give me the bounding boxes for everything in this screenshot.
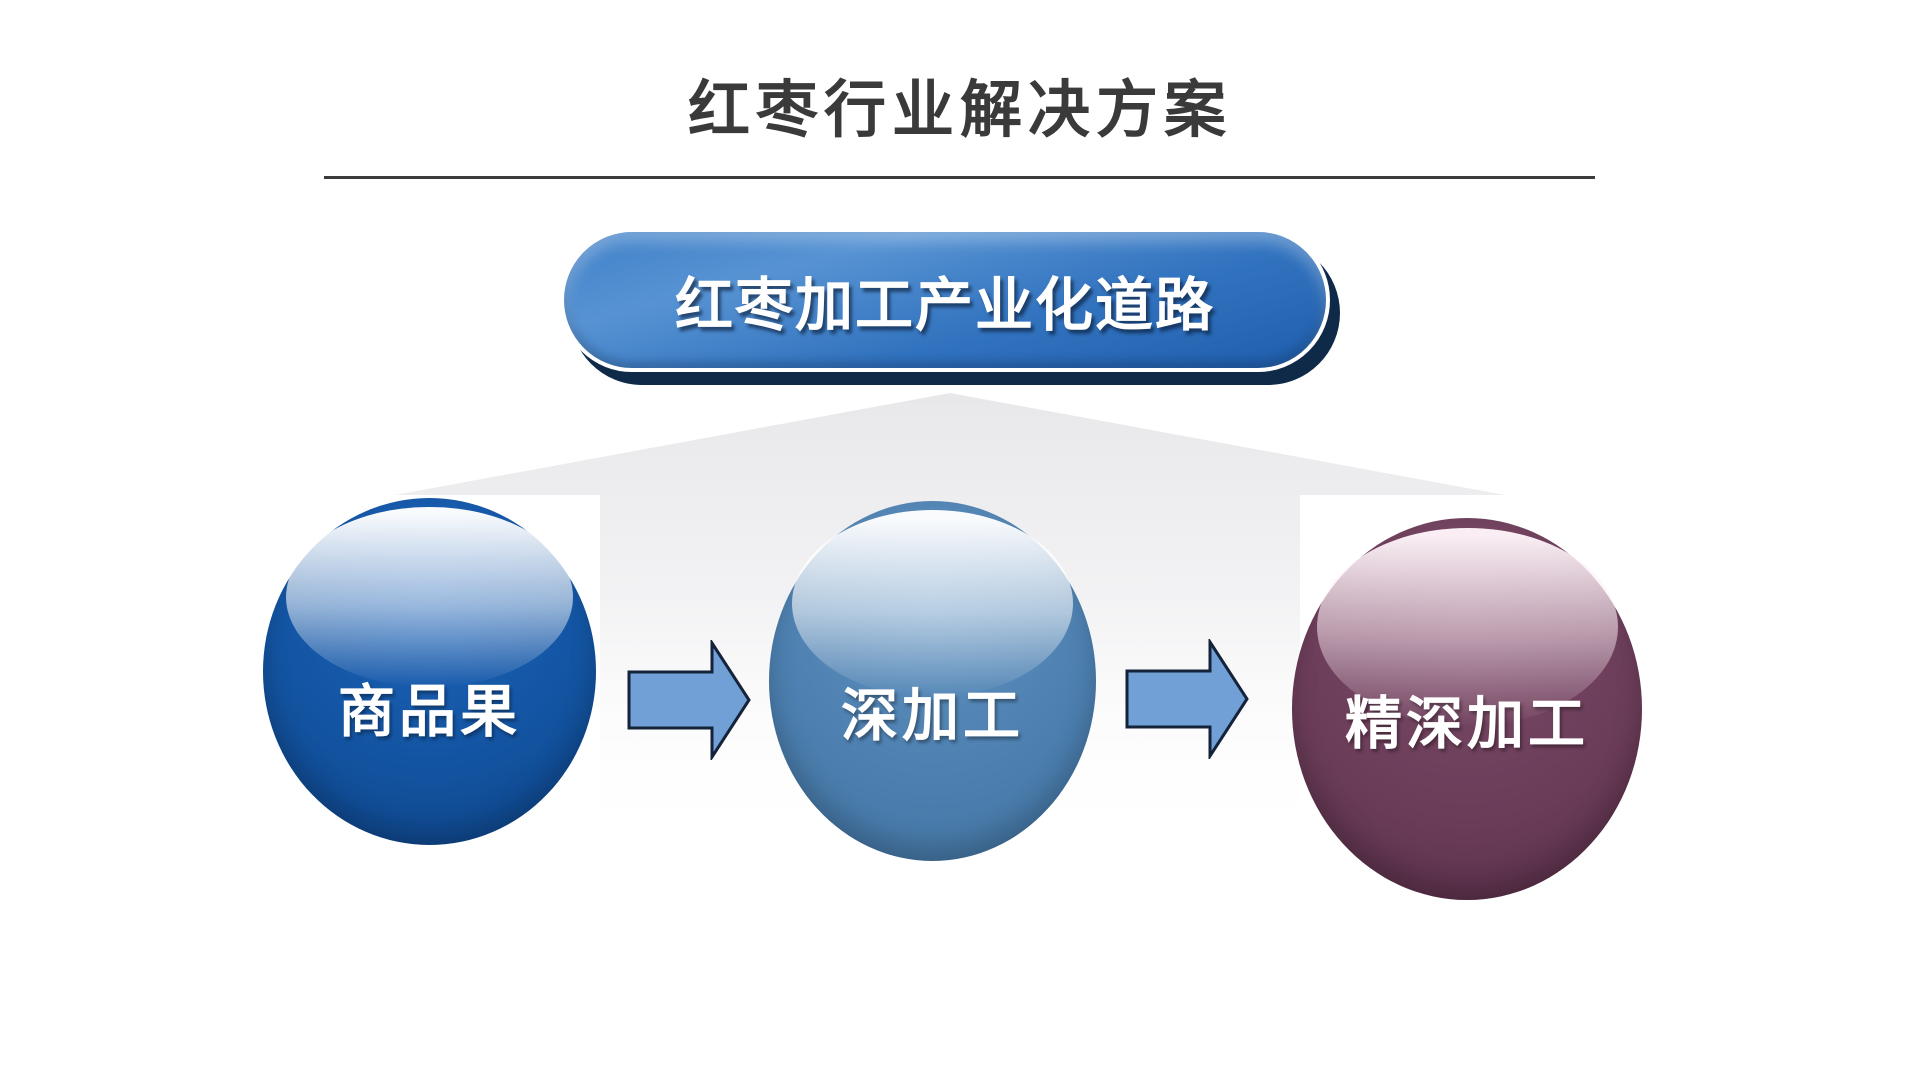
stage-label: 深加工 — [841, 682, 1024, 749]
banner-pill: 红枣加工产业化道路 — [560, 228, 1330, 372]
stage-label: 精深加工 — [1345, 690, 1589, 757]
title-divider — [324, 176, 1595, 179]
banner-label: 红枣加工产业化道路 — [674, 271, 1215, 339]
right-arrow-icon — [627, 640, 751, 760]
sphere-gloss-highlight — [1316, 527, 1618, 727]
page-title: 红枣行业解决方案 — [687, 76, 1232, 145]
right-arrow-icon — [1125, 639, 1249, 759]
sphere-gloss-highlight — [286, 506, 573, 688]
stage-label: 商品果 — [338, 677, 521, 745]
sphere-gloss-highlight — [791, 510, 1074, 698]
stage-sphere-intensive-processing: 精深加工 — [1292, 518, 1642, 900]
stage-sphere-deep-processing: 深加工 — [769, 501, 1096, 861]
stage-sphere-commodity-fruit: 商品果 — [263, 498, 596, 845]
